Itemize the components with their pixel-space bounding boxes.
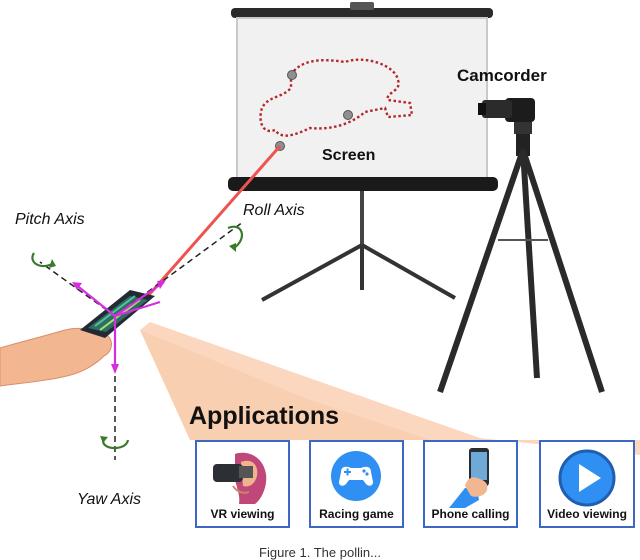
roll-axis-label: Roll Axis [243,202,305,219]
yaw-axis-label: Yaw Axis [77,491,142,508]
screen-label: Screen [322,147,376,164]
app-card-phone-calling: Phone calling [423,440,518,528]
pointer-trajectory [259,58,414,137]
app-card-vr-viewing: VR viewing [195,440,290,528]
camcorder [437,98,605,393]
applications-title: Applications [189,402,340,430]
orientation-axes [31,221,244,460]
pitch-axis-label: Pitch Axis [15,211,85,228]
camcorder-label: Camcorder [457,66,547,85]
hand-phone-icon [449,448,489,508]
app-card-label: Racing game [319,507,394,521]
app-card-label: VR viewing [210,507,275,521]
vr-headset-icon [213,452,267,504]
app-card-label: Video viewing [547,507,627,521]
laser-beam [146,145,282,297]
arm-and-hand [0,327,112,387]
app-card-video-viewing: Video viewing [539,440,635,528]
app-card-racing-game: Racing game [309,440,404,528]
figure-caption: Figure 1. The pollin... [259,545,381,560]
projector-screen [228,2,498,302]
gamepad-icon [331,451,381,501]
app-card-label: Phone calling [431,507,510,521]
play-icon [558,449,616,507]
